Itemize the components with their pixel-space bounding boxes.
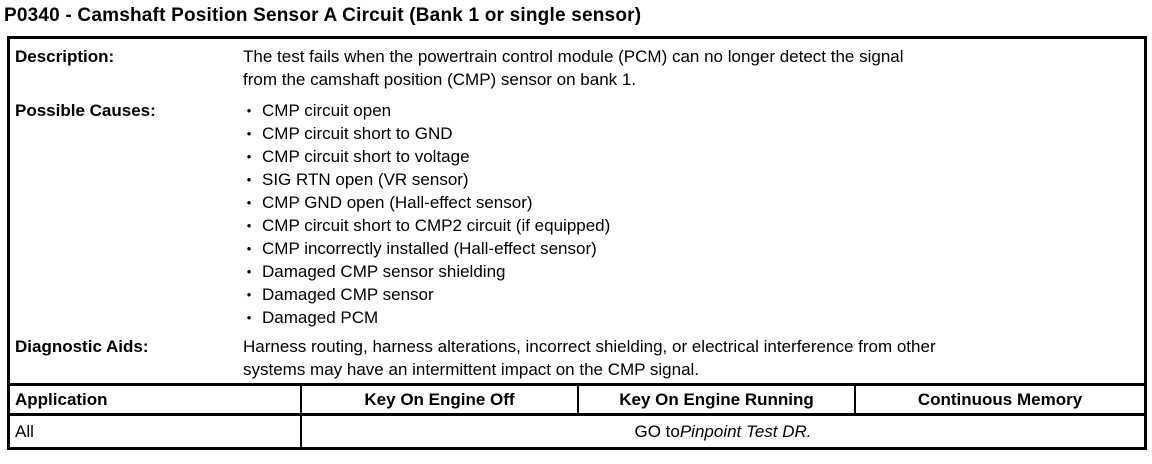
- application-cell: All: [10, 416, 302, 447]
- possible-cause-item: • Damaged CMP sensor: [243, 283, 1136, 306]
- bullet-icon: •: [246, 287, 252, 302]
- possible-cause-item: • CMP GND open (Hall-effect sensor): [243, 191, 1136, 214]
- diagnostic-aids-text: Harness routing, harness alterations, in…: [243, 337, 936, 379]
- header-application: Application: [10, 386, 302, 413]
- possible-cause-item: • CMP circuit short to GND: [243, 122, 1136, 145]
- bullet-icon: •: [246, 149, 252, 164]
- action-cell: GO to Pinpoint Test DR.: [302, 416, 1144, 447]
- bullet-icon: •: [246, 310, 252, 325]
- bullet-icon: •: [246, 264, 252, 279]
- possible-cause-item: • SIG RTN open (VR sensor): [243, 168, 1136, 191]
- possible-cause-text: Damaged CMP sensor shielding: [262, 262, 506, 281]
- info-section: Description: The test fails when the pow…: [10, 39, 1144, 383]
- action-prefix: GO to: [634, 421, 680, 441]
- possible-causes-list: • CMP circuit open • CMP circuit short t…: [243, 97, 1136, 329]
- header-continuous-memory: Continuous Memory: [917, 389, 1083, 409]
- possible-cause-item: • CMP circuit short to CMP2 circuit (if …: [243, 214, 1136, 237]
- diagnostic-aids-label: Diagnostic Aids:: [15, 337, 149, 356]
- page-title: P0340 - Camshaft Position Sensor A Circu…: [4, 5, 642, 26]
- possible-cause-item: • CMP incorrectly installed (Hall-effect…: [243, 237, 1136, 260]
- action-table-row: All GO to Pinpoint Test DR.: [10, 416, 1144, 447]
- bullet-icon: •: [246, 195, 252, 210]
- bullet-icon: •: [246, 126, 252, 141]
- action-table-header: Application Key On Engine Off Key On Eng…: [10, 383, 1144, 416]
- possible-causes-label: Possible Causes:: [15, 101, 156, 120]
- possible-cause-text: SIG RTN open (VR sensor): [262, 170, 469, 189]
- header-key-on-engine-off: Key On Engine Off: [302, 386, 579, 413]
- possible-cause-text: CMP circuit short to GND: [262, 124, 453, 143]
- possible-cause-item: • CMP circuit open: [243, 99, 1136, 122]
- header-key-on-engine-running: Key On Engine Running: [579, 386, 856, 413]
- possible-cause-text: CMP circuit short to voltage: [262, 147, 470, 166]
- possible-cause-text: CMP circuit short to CMP2 circuit (if eq…: [262, 216, 611, 235]
- possible-cause-text: CMP GND open (Hall-effect sensor): [262, 193, 533, 212]
- pinpoint-test-reference: Pinpoint Test DR.: [679, 421, 812, 441]
- diagnostic-aids-row: Diagnostic Aids: Harness routing, harnes…: [10, 331, 1144, 383]
- possible-cause-text: CMP circuit open: [262, 101, 392, 120]
- possible-cause-text: CMP incorrectly installed (Hall-effect s…: [262, 239, 597, 258]
- bullet-icon: •: [246, 218, 252, 233]
- possible-cause-item: • Damaged CMP sensor shielding: [243, 260, 1136, 283]
- bullet-icon: •: [246, 241, 252, 256]
- possible-cause-item: • CMP circuit short to voltage: [243, 145, 1136, 168]
- bullet-icon: •: [246, 103, 252, 118]
- possible-cause-text: Damaged CMP sensor: [262, 285, 434, 304]
- dtc-info-table: Description: The test fails when the pow…: [7, 36, 1147, 450]
- bullet-icon: •: [246, 172, 252, 187]
- possible-causes-row: Possible Causes: • CMP circuit open • CM…: [10, 95, 1144, 331]
- description-row: Description: The test fails when the pow…: [10, 41, 1144, 95]
- description-text: The test fails when the powertrain contr…: [243, 47, 904, 89]
- description-label: Description:: [15, 47, 115, 66]
- possible-cause-item: • Damaged PCM: [243, 306, 1136, 329]
- possible-cause-text: Damaged PCM: [262, 308, 379, 327]
